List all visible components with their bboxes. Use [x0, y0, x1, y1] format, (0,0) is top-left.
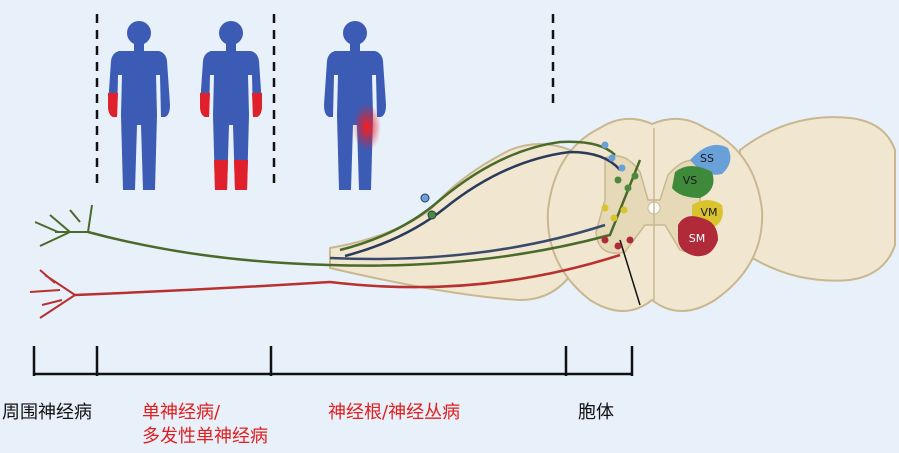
dark-nerve-fiber	[329, 223, 606, 261]
neuron-red-3	[626, 236, 634, 244]
scale-bar	[32, 346, 634, 376]
green-nerve-endings	[34, 204, 93, 247]
zone-vs	[672, 166, 714, 198]
neuron-red-1	[601, 236, 609, 244]
zone-vs-label: VS	[683, 174, 698, 187]
red-nerve-endings	[29, 269, 76, 319]
green-nerve-fiber	[87, 159, 642, 267]
neuron-green-1	[614, 176, 622, 184]
zone-sm-label: SM	[689, 232, 705, 245]
nerve-endings	[29, 204, 93, 319]
human-figure-3	[324, 21, 386, 190]
nerve-fibers	[74, 140, 642, 306]
cord-pointer-line	[619, 239, 641, 306]
label-radiculopathy: 神经根/神经丛病	[328, 402, 461, 423]
zone-ss-label: SS	[700, 152, 714, 165]
ganglion-neurons	[420, 141, 639, 250]
functional-zones: SS VS VM SM	[672, 144, 731, 257]
label-mononeuropathy-line2: 多发性单神经病	[142, 426, 268, 447]
label-peripheral-neuropathy: 周围神经病	[2, 402, 92, 423]
neuron-green-2	[624, 184, 632, 192]
neuron-blue-2	[608, 154, 616, 162]
neuron-yellow-2	[610, 214, 618, 222]
upper-root-fiber	[339, 140, 616, 252]
ganglion-green	[427, 210, 437, 220]
right-nerve-root	[739, 116, 896, 282]
neuron-blue-1	[601, 141, 609, 149]
upper-root-fiber-2	[344, 150, 621, 258]
human-figure-2	[200, 21, 262, 190]
ganglion-blue	[420, 193, 430, 203]
neuron-yellow-3	[620, 206, 628, 214]
label-cell-body: 胞体	[578, 402, 614, 423]
label-mononeuropathy-line1: 单神经病/	[142, 402, 221, 423]
neuron-green-3	[631, 172, 639, 180]
neuron-blue-3	[618, 164, 626, 172]
dashed-separators	[95, 14, 555, 184]
human-figure-1	[108, 21, 170, 190]
spinal-cord	[329, 116, 896, 312]
zone-vm-label: VM	[700, 206, 717, 219]
red-nerve-fiber	[74, 253, 621, 297]
neuron-yellow-1	[601, 204, 609, 212]
neuron-red-2	[614, 242, 622, 250]
zone-sm	[678, 216, 718, 257]
